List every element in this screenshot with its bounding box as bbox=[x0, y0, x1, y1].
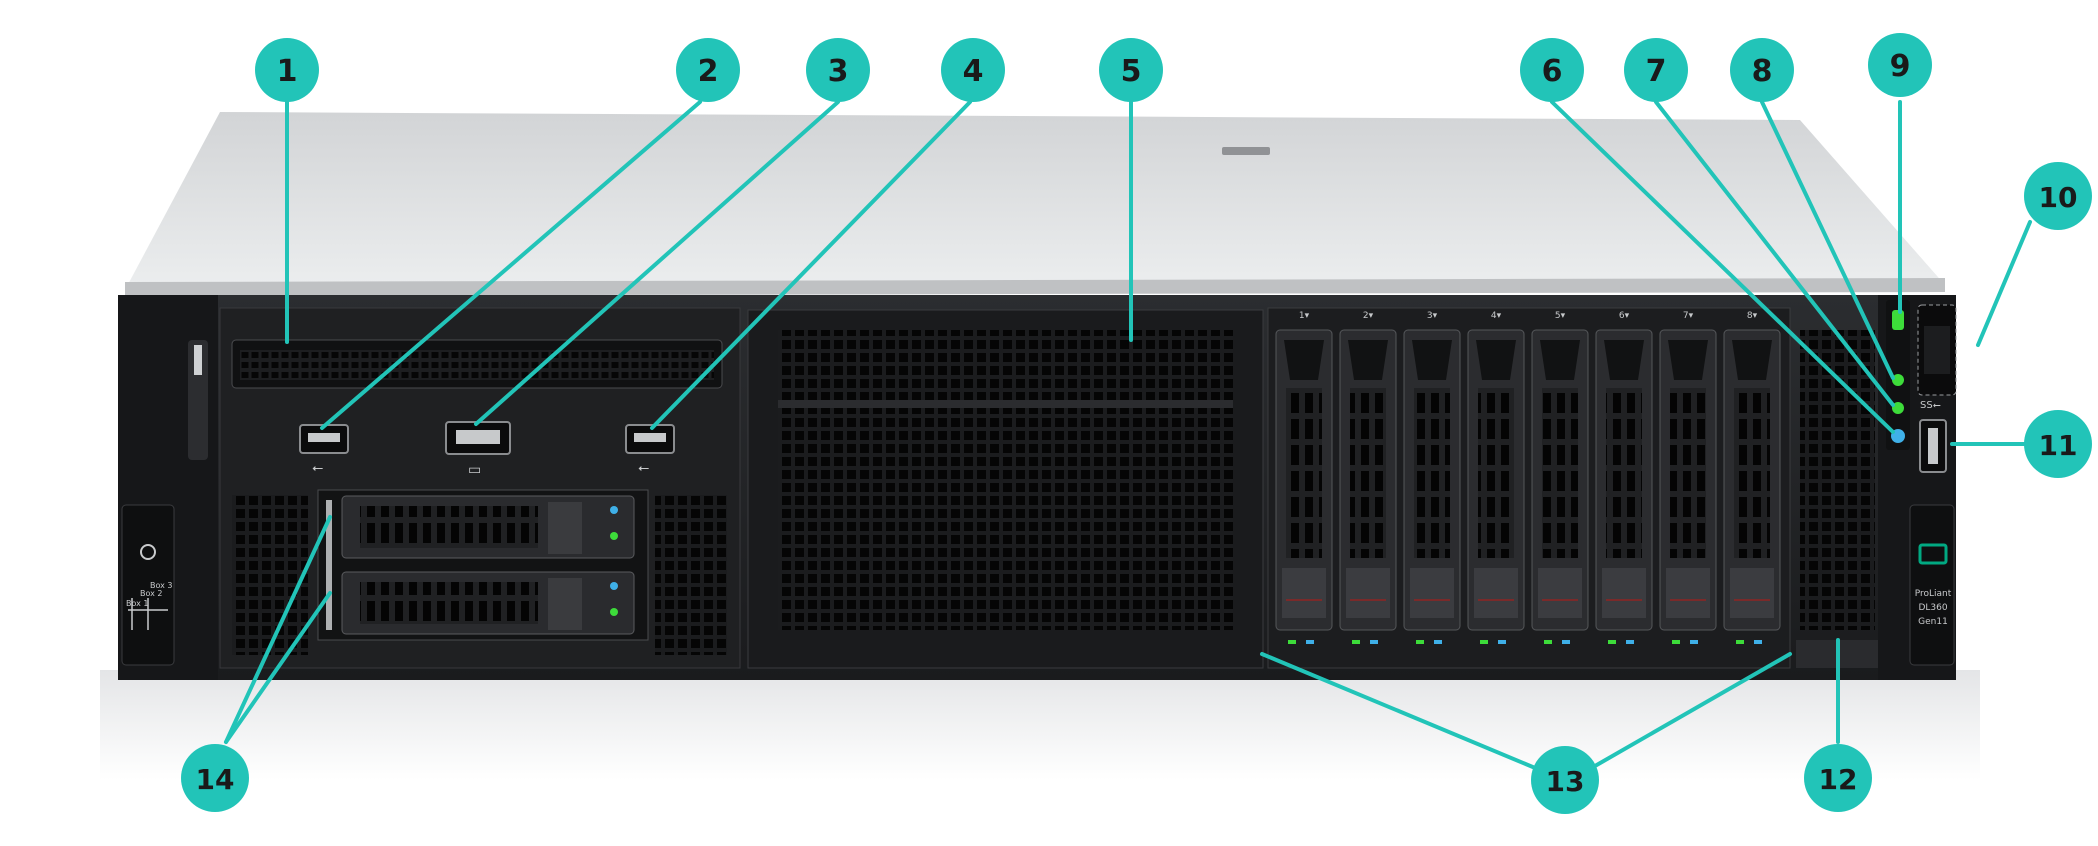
svg-text:6: 6 bbox=[1542, 54, 1563, 89]
health-led bbox=[1892, 374, 1904, 386]
svg-text:12: 12 bbox=[1819, 763, 1858, 796]
usb-symbol-right: ⭠ bbox=[638, 460, 649, 476]
left-vent bbox=[232, 495, 308, 655]
svg-text:14: 14 bbox=[196, 763, 235, 796]
svg-text:7: 7 bbox=[1646, 54, 1667, 89]
leader-lines bbox=[224, 100, 2032, 772]
callout-5: 5 bbox=[1099, 38, 1163, 102]
leader-4 bbox=[650, 100, 972, 430]
left-ear-badge bbox=[194, 345, 202, 375]
ss-usb-symbol: SS⭠ bbox=[1920, 400, 1941, 411]
callout-4: 4 bbox=[941, 38, 1005, 102]
bay-map-panel bbox=[121, 504, 175, 666]
drive-bay-label: 6▾ bbox=[1619, 311, 1630, 321]
callout-7: 7 bbox=[1624, 38, 1688, 102]
svg-text:4: 4 bbox=[963, 54, 984, 89]
svg-text:3: 3 bbox=[828, 54, 849, 89]
hpe-logo bbox=[1918, 543, 1948, 565]
callout-6: 6 bbox=[1520, 38, 1584, 102]
bay-label-3: Box 3 bbox=[150, 581, 173, 590]
drive-bay-label: 2▾ bbox=[1363, 311, 1374, 321]
drive-cage-latch bbox=[326, 500, 332, 630]
top-cover-edge bbox=[125, 278, 1945, 296]
bay-map-lines bbox=[128, 598, 168, 630]
callout-14: 14 bbox=[181, 744, 249, 812]
svg-text:11: 11 bbox=[2039, 429, 2078, 462]
drive-bay-1: 1▾ bbox=[1275, 311, 1333, 644]
drive-bay-label: 8▾ bbox=[1747, 311, 1758, 321]
floor-shadow bbox=[100, 670, 1980, 780]
drive-bay-3: 3▾ bbox=[1403, 311, 1461, 644]
drive-bay-label: 7▾ bbox=[1683, 311, 1694, 321]
bay-label-1: Box 1 bbox=[126, 599, 149, 608]
leader-13b bbox=[1586, 652, 1792, 772]
leader-14b bbox=[224, 591, 332, 744]
model-line-3: Gen11 bbox=[1918, 617, 1948, 627]
display-port-inner bbox=[456, 430, 500, 444]
model-line-2: DL360 bbox=[1918, 603, 1947, 613]
svg-text:2: 2 bbox=[698, 54, 719, 89]
usb-symbol-left: ⭠ bbox=[312, 460, 323, 476]
optical-bay-grill bbox=[240, 350, 714, 380]
svg-text:8: 8 bbox=[1752, 54, 1773, 89]
model-line-1: ProLiant bbox=[1915, 589, 1952, 599]
leader-10 bbox=[1976, 220, 2032, 347]
svg-text:10: 10 bbox=[2039, 181, 2078, 214]
svg-text:9: 9 bbox=[1890, 49, 1911, 84]
model-panel bbox=[1909, 504, 1955, 666]
drive-bay-5: 5▾ bbox=[1531, 311, 1589, 644]
usb-port-right-tongue bbox=[634, 433, 666, 442]
drive-bay-7: 7▾ bbox=[1659, 311, 1717, 644]
usb-port-left-tongue bbox=[308, 433, 340, 442]
svg-text:5: 5 bbox=[1121, 54, 1142, 89]
callout-3: 3 bbox=[806, 38, 870, 102]
callout-9: 9 bbox=[1868, 33, 1932, 97]
leader-3 bbox=[474, 100, 840, 426]
callout-13: 13 bbox=[1531, 746, 1599, 814]
callout-8: 8 bbox=[1730, 38, 1794, 102]
bay-label-2: Box 2 bbox=[140, 589, 163, 598]
svg-text:13: 13 bbox=[1546, 765, 1585, 798]
leader-13a bbox=[1260, 652, 1542, 772]
drive-bay-label: 3▾ bbox=[1427, 311, 1438, 321]
callout-2: 2 bbox=[676, 38, 740, 102]
drive-bay-6: 6▾ bbox=[1595, 311, 1653, 644]
leader-7 bbox=[1654, 100, 1895, 407]
drive-bay-4: 4▾ bbox=[1467, 311, 1525, 644]
center-vent-grill bbox=[778, 330, 1233, 630]
leader-6 bbox=[1550, 100, 1895, 434]
callout-1: 1 bbox=[255, 38, 319, 102]
drive-bays: 1▾ 2▾ 3▾ 4▾ 5▾ 6▾ 7▾ 8▾ bbox=[1275, 311, 1781, 644]
callout-10: 10 bbox=[2024, 162, 2092, 230]
leader-8 bbox=[1760, 100, 1895, 380]
drive-bay-8: 8▾ bbox=[1723, 311, 1781, 644]
left-ear-handle bbox=[188, 340, 208, 460]
top-cover bbox=[125, 112, 1945, 290]
usb-port-front-right-tongue bbox=[1928, 428, 1938, 464]
leader-14a bbox=[224, 515, 332, 744]
callout-11: 11 bbox=[2024, 410, 2092, 478]
display-symbol: ▭ bbox=[468, 462, 481, 478]
leader-2 bbox=[320, 100, 702, 430]
top-latch bbox=[1222, 147, 1270, 155]
right-vent bbox=[1800, 330, 1875, 630]
lock-icon bbox=[140, 544, 156, 560]
callout-12: 12 bbox=[1804, 744, 1872, 812]
small-drive-1 bbox=[341, 495, 635, 559]
drive-bay-label: 5▾ bbox=[1555, 311, 1566, 321]
power-led bbox=[1892, 310, 1904, 330]
right-vent-small bbox=[655, 495, 727, 655]
drive-bay-label: 4▾ bbox=[1491, 311, 1502, 321]
ilo-port-inner bbox=[1924, 326, 1950, 374]
drive-bay-2: 2▾ bbox=[1339, 311, 1397, 644]
svg-text:1: 1 bbox=[277, 54, 298, 89]
small-drive-2 bbox=[341, 571, 635, 635]
drive-bay-label: 1▾ bbox=[1299, 311, 1310, 321]
